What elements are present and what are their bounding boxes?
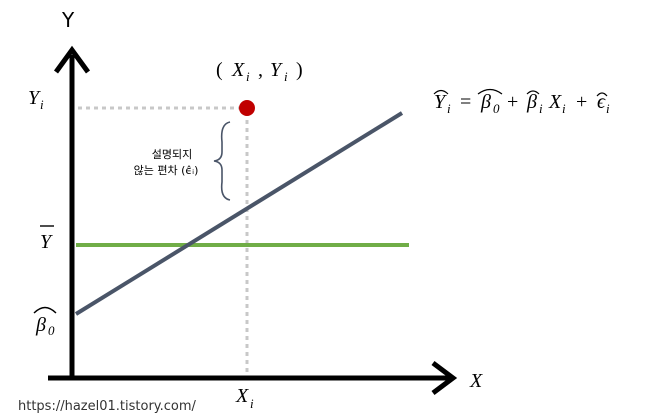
watermark-url: https://hazel01.tistory.com/ <box>18 399 197 414</box>
annotation-line-1: 설명되지 <box>152 148 192 161</box>
svg-text:,: , <box>258 59 263 81</box>
svg-text:i: i <box>246 69 250 84</box>
yi-tick-label: Y i <box>28 87 44 112</box>
point-label: ( X i , Y i ) <box>216 59 303 84</box>
svg-text:X: X <box>235 385 249 407</box>
svg-text:β: β <box>526 91 537 113</box>
svg-text:0: 0 <box>48 323 55 338</box>
svg-text:i: i <box>250 396 254 411</box>
svg-text:i: i <box>447 101 451 116</box>
svg-text:): ) <box>296 59 303 81</box>
svg-text:+: + <box>507 91 518 113</box>
observed-point <box>239 100 255 116</box>
annotation-line-2: 않는 편차 (ϵ̂ᵢ) <box>134 164 199 177</box>
regression-line <box>74 111 404 316</box>
svg-text:β: β <box>480 91 491 113</box>
y-axis-label: Y <box>61 8 75 32</box>
svg-text:X: X <box>231 59 245 81</box>
svg-text:i: i <box>562 101 566 116</box>
xi-tick-label: X i <box>235 385 254 411</box>
svg-text:0: 0 <box>493 101 500 116</box>
svg-text:ϵ: ϵ <box>597 91 606 113</box>
regression-equation: Y i = β 0 + β i X i + ϵ i <box>433 88 610 116</box>
svg-text:Y: Y <box>28 87 41 109</box>
svg-text:X: X <box>548 91 562 113</box>
svg-text:=: = <box>460 91 471 113</box>
svg-text:(: ( <box>216 59 223 81</box>
svg-text:i: i <box>284 69 288 84</box>
svg-text:i: i <box>606 101 610 116</box>
svg-text:Y: Y <box>434 91 447 113</box>
beta0-tick-label: β 0 <box>33 306 57 338</box>
svg-text:Y: Y <box>270 59 283 81</box>
svg-text:β: β <box>35 314 46 336</box>
svg-text:+: + <box>576 91 587 113</box>
svg-text:Y: Y <box>40 231 53 253</box>
ybar-tick-label: Y <box>40 225 54 253</box>
deviation-brace <box>213 121 231 201</box>
svg-text:i: i <box>40 97 44 112</box>
svg-text:i: i <box>539 101 543 116</box>
x-axis-label: X <box>469 370 483 392</box>
x-axis-arrowhead <box>431 361 458 395</box>
y-axis-arrowhead <box>53 45 91 74</box>
